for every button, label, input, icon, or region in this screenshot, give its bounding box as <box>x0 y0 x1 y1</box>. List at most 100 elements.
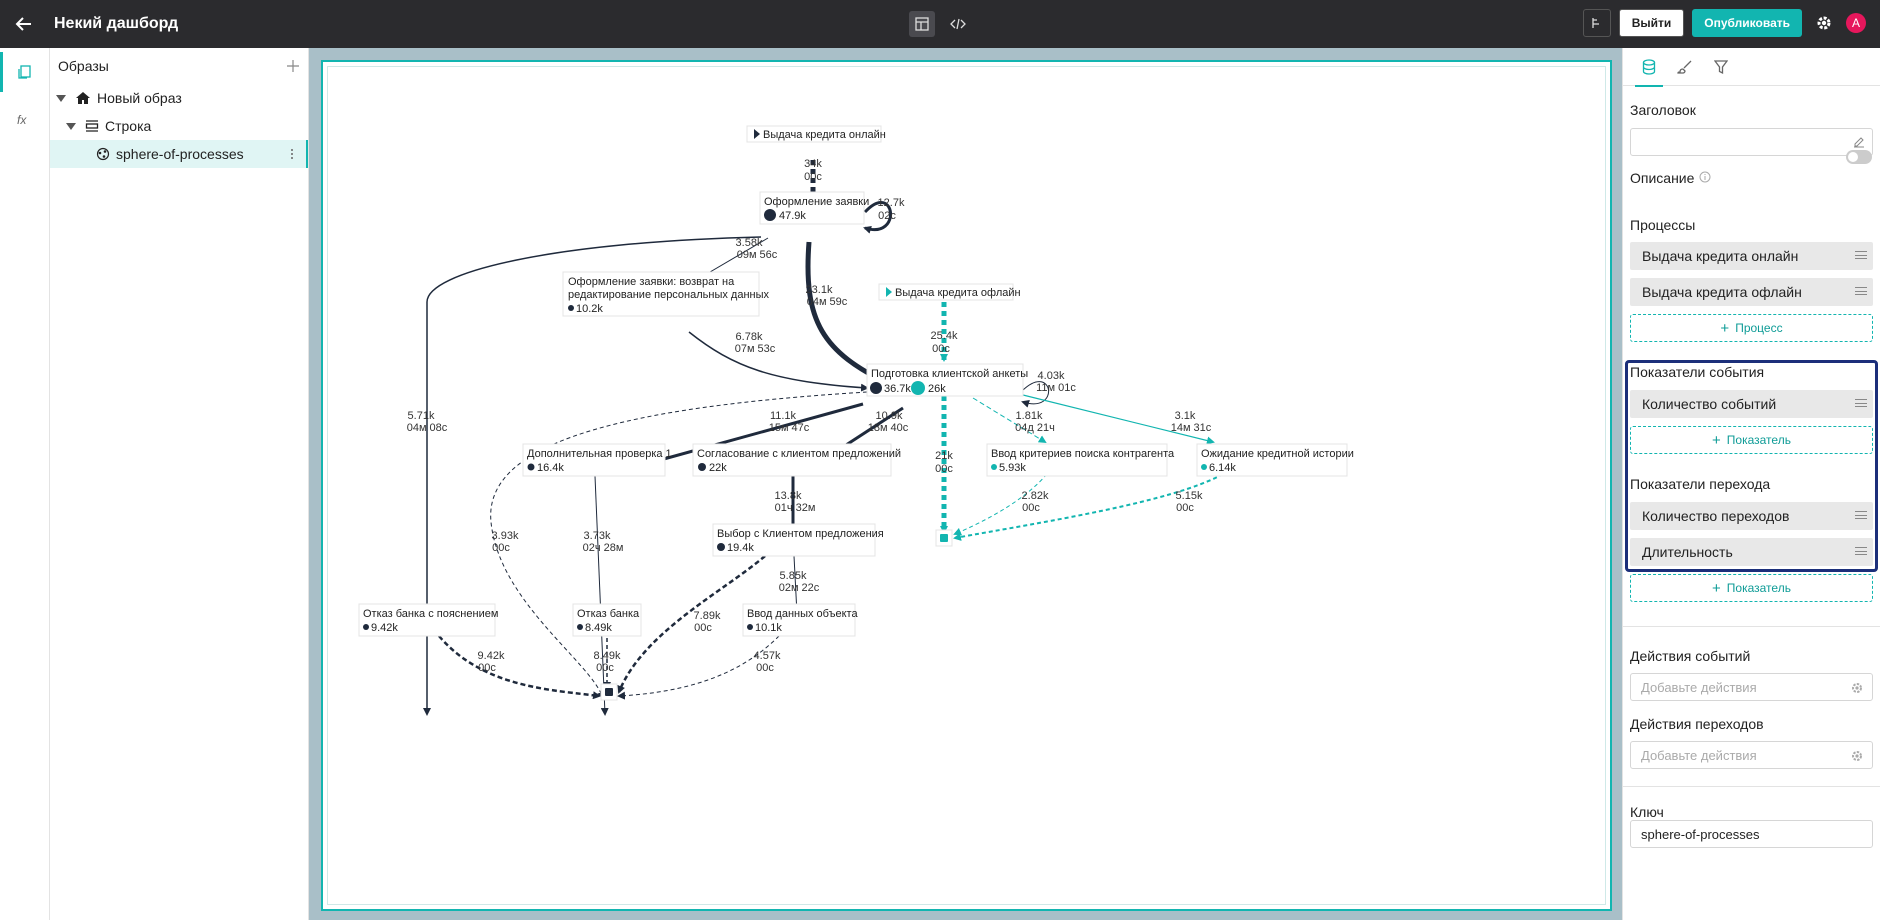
edges-online <box>423 160 1049 716</box>
edge-label: 5.71k <box>408 410 435 422</box>
gear-icon[interactable] <box>1850 749 1864 763</box>
functions-tab[interactable]: fx <box>0 96 50 144</box>
node-label: Дополнительная проверка 1 <box>527 448 672 460</box>
plus-icon[interactable] <box>287 60 299 72</box>
metric-chip-label: Количество событий <box>1642 396 1777 412</box>
edge-label: 00с <box>596 662 614 674</box>
process-chip[interactable]: Выдача кредита офлайн <box>1630 278 1873 306</box>
layout-mode-button[interactable] <box>909 11 935 37</box>
pages-tab[interactable] <box>0 48 50 96</box>
plus-icon: + <box>1712 579 1721 597</box>
database-icon <box>1642 59 1656 75</box>
edge <box>953 473 1224 541</box>
description-toggle[interactable] <box>1846 150 1872 164</box>
edge-label: 14м 31с <box>1171 422 1212 434</box>
exit-button[interactable]: Выйти <box>1618 9 1685 37</box>
gear-icon <box>1817 16 1831 30</box>
transition-metric-chip[interactable]: Длительность <box>1630 538 1873 566</box>
process-node[interactable]: Отказ банка с пояснением 9.42k <box>358 603 498 637</box>
process-chip-label: Выдача кредита онлайн <box>1642 248 1799 264</box>
process-node[interactable]: Выбор с Клиентом предложения 19.4k <box>712 523 884 557</box>
edge-label: 21k <box>935 450 953 462</box>
process-node[interactable]: Согласование с клиентом предложений 22k <box>692 443 901 477</box>
edit-icon[interactable] <box>1853 136 1865 148</box>
code-mode-button[interactable] <box>945 11 971 37</box>
drag-handle-icon[interactable] <box>1855 287 1867 295</box>
tree-item-label: Строка <box>105 118 152 134</box>
add-process-button[interactable]: + Процесс <box>1630 314 1873 342</box>
plus-icon: + <box>1720 319 1730 337</box>
gear-icon[interactable] <box>1850 681 1864 695</box>
process-node[interactable]: Подготовка клиентской анкеты 36.7k 26k <box>866 363 1028 397</box>
tree-item-row[interactable]: Строка <box>50 112 308 140</box>
edge-label: 5.85k <box>780 570 807 582</box>
add-event-metric-button[interactable]: +Показатель <box>1630 426 1873 454</box>
node-value: 16.4k <box>537 462 564 474</box>
drag-handle-icon[interactable] <box>1855 547 1867 555</box>
node-value: 26k <box>928 383 946 395</box>
process-node[interactable]: Ввод данных объекта 10.1k <box>742 603 858 637</box>
tab-data[interactable] <box>1631 48 1667 87</box>
caret-down-icon[interactable] <box>66 122 76 130</box>
edge-label: 4.57k <box>754 650 781 662</box>
more-vertical-icon[interactable] <box>290 148 294 160</box>
event-actions-input[interactable]: Добавьте действия <box>1630 673 1873 701</box>
tab-filter[interactable] <box>1703 48 1739 86</box>
function-icon: fx <box>17 113 27 127</box>
start-node-offline[interactable]: Выдача кредита офлайн <box>878 283 1021 301</box>
process-node[interactable]: Оформление заявки 47.9k <box>759 191 869 225</box>
edge-label: 8.49k <box>594 650 621 662</box>
edge-label: 00с <box>935 463 953 475</box>
transition-actions-placeholder: Добавьте действия <box>1641 747 1757 763</box>
settings-button[interactable] <box>1810 9 1838 37</box>
tree-panel: Образы Новый образ Строка sphere-of-proc… <box>50 48 309 920</box>
process-graph[interactable]: Выдача кредита онлайн Выдача кредита офл… <box>323 62 1610 909</box>
structure-button[interactable] <box>1582 9 1611 37</box>
home-icon <box>76 92 90 104</box>
avatar[interactable]: A <box>1846 13 1866 33</box>
back-button[interactable] <box>0 0 48 48</box>
add-process-label: Процесс <box>1735 321 1783 335</box>
edge <box>972 397 1047 444</box>
event-actions-placeholder: Добавьте действия <box>1641 679 1757 695</box>
edge-label: 15м 47с <box>769 422 810 434</box>
transition-actions-input[interactable]: Добавьте действия <box>1630 741 1873 769</box>
canvas-area: Выдача кредита онлайн Выдача кредита офл… <box>309 48 1622 920</box>
divider <box>1623 626 1880 627</box>
node-value: 10.2k <box>576 303 603 315</box>
process-node[interactable]: Ожидание кредитной истории 6.14k <box>1196 443 1354 477</box>
node-value: 5.93k <box>999 462 1026 474</box>
edge-label: 3.73k <box>584 530 611 542</box>
process-chip[interactable]: Выдача кредита онлайн <box>1630 242 1873 270</box>
drag-handle-icon[interactable] <box>1855 251 1867 259</box>
brush-icon <box>1677 60 1692 74</box>
key-input[interactable]: sphere-of-processes <box>1630 820 1873 848</box>
add-transition-metric-button[interactable]: +Показатель <box>1630 574 1873 602</box>
title-input[interactable] <box>1630 128 1873 156</box>
tree-item-sphere-of-processes[interactable]: sphere-of-processes <box>50 140 308 168</box>
publish-button[interactable]: Опубликовать <box>1692 9 1802 37</box>
key-value: sphere-of-processes <box>1641 826 1760 842</box>
canvas-frame[interactable]: Выдача кредита онлайн Выдача кредита офл… <box>321 60 1612 911</box>
edge-label: 7.89k <box>694 610 721 622</box>
edge <box>617 555 766 694</box>
drag-handle-icon[interactable] <box>1855 399 1867 407</box>
top-bar: Некий дашборд Выйти Опубликовать A <box>0 0 1880 48</box>
process-node[interactable]: Дополнительная проверка 1 16.4k <box>522 443 672 477</box>
edge-label: 3.93k <box>492 530 519 542</box>
transition-metric-chip[interactable]: Количество переходов <box>1630 502 1873 530</box>
drag-handle-icon[interactable] <box>1855 511 1867 519</box>
tab-style[interactable] <box>1667 48 1703 86</box>
node-label: Отказ банка <box>577 608 640 620</box>
node-label: Ввод данных объекта <box>747 608 858 620</box>
process-node[interactable]: Отказ банка 8.49k <box>572 603 642 637</box>
event-metric-chip[interactable]: Количество событий <box>1630 390 1873 418</box>
start-node-online[interactable]: Выдача кредита онлайн <box>746 125 886 143</box>
process-node[interactable]: Ввод критериев поиска контрагента 5.93k <box>986 443 1175 477</box>
process-node[interactable]: Оформление заявки: возврат на редактиров… <box>562 271 770 317</box>
tree-item-new-image[interactable]: Новый образ <box>50 84 308 112</box>
add-metric-label: Показатель <box>1726 433 1791 447</box>
node-label: Подготовка клиентской анкеты <box>871 368 1028 380</box>
caret-down-icon[interactable] <box>56 94 66 102</box>
